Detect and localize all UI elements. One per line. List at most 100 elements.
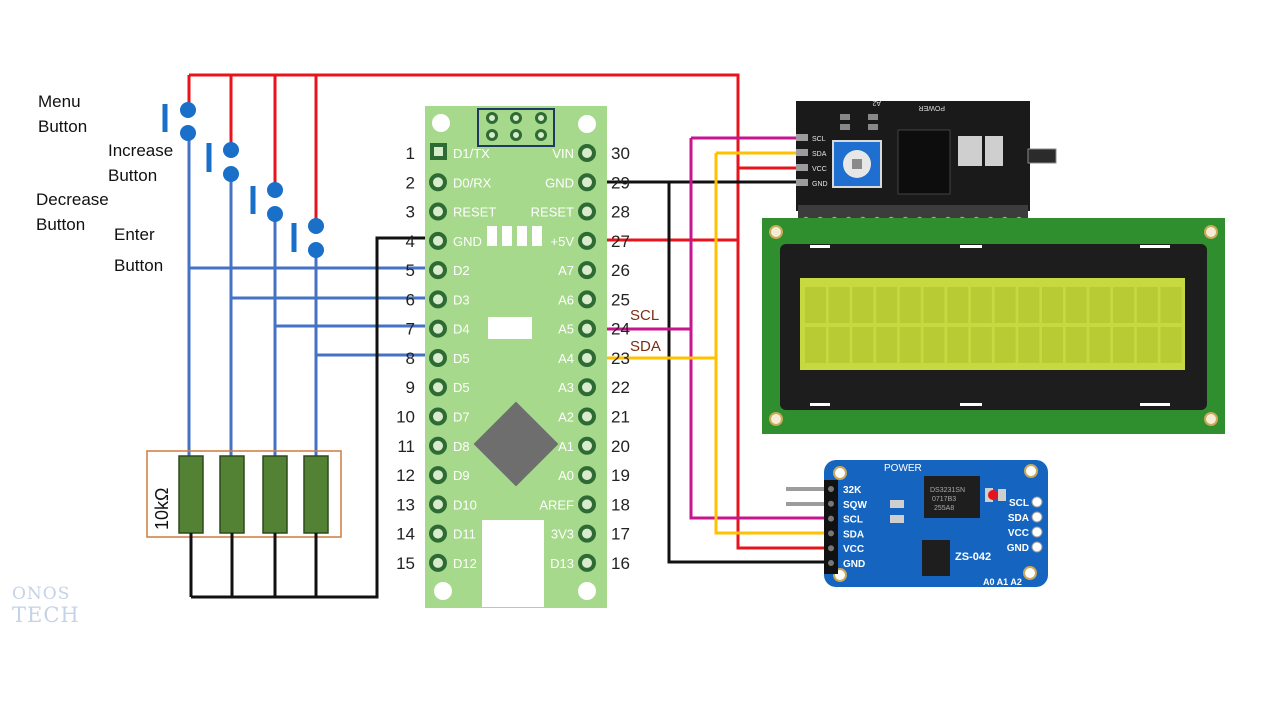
lcd-char-cell — [923, 327, 945, 363]
rtc-chip-line-1: DS3231SN — [930, 487, 965, 494]
lcd-16x2-display — [762, 218, 1225, 434]
rtc-header-pin — [828, 545, 834, 552]
pin-number-label: 15 — [396, 554, 415, 573]
pin-name-label: D4 — [453, 322, 470, 337]
backpack-pin-scl: SCL — [812, 136, 826, 143]
pin-number-label: 16 — [611, 554, 630, 573]
lcd-char-cell — [1018, 327, 1040, 363]
lcd-char-cell — [852, 287, 874, 323]
blue-signal-wires — [187, 133, 438, 460]
pin-number-label: 11 — [397, 437, 415, 456]
pin-name-label: AREF — [539, 497, 574, 512]
pin-name-label: A1 — [558, 439, 574, 454]
lcd-char-cell — [994, 287, 1016, 323]
backpack-pin-sda: SDA — [812, 151, 827, 158]
lcd-char-cell — [1065, 327, 1087, 363]
pcf8574-chip — [897, 129, 951, 195]
rtc-header-pin — [828, 500, 834, 507]
resistor-value-label: 10kΩ — [152, 488, 172, 530]
backpack-pin-gnd: GND — [812, 181, 828, 188]
pin-name-label: D9 — [453, 468, 470, 483]
pin-number-label: 30 — [611, 144, 630, 163]
pin-right-20: A1 20 — [558, 436, 630, 456]
rtc-right-pin-gnd: GND — [1007, 543, 1029, 554]
resistor-2 — [219, 455, 245, 534]
sda-bus-label: SDA — [630, 338, 661, 355]
resistor-1 — [178, 455, 204, 534]
rtc-model-label: ZS-042 — [955, 551, 991, 563]
pin-name-label: 3V3 — [551, 527, 574, 542]
rtc-chip-line-3: 255A8 — [934, 505, 954, 512]
onos-tech-watermark: ONOS TECH — [12, 584, 80, 627]
lcd-char-cell — [1018, 287, 1040, 323]
pin-name-label: D0/RX — [453, 175, 492, 190]
lcd-char-cell — [970, 287, 992, 323]
pin-number-label: 6 — [406, 290, 415, 309]
lcd-char-cell — [1113, 287, 1135, 323]
pin-name-label: D8 — [453, 439, 470, 454]
rtc-header-pin — [828, 486, 834, 492]
lcd-char-cell — [1042, 327, 1063, 363]
lcd-char-cell — [1160, 327, 1182, 363]
pin-name-label: A5 — [558, 322, 574, 337]
pin-number-label: 25 — [611, 290, 630, 309]
pin-number-label: 3 — [406, 203, 415, 222]
pin-number-label: 21 — [611, 408, 630, 427]
lcd-char-cell — [852, 327, 874, 363]
pin-name-label: A4 — [558, 351, 574, 366]
rtc-header-pin — [828, 560, 834, 566]
pin-number-label: 10 — [396, 408, 415, 427]
pin-number-label: 20 — [611, 437, 630, 456]
lcd-char-cell — [947, 287, 969, 323]
lcd-char-cell — [876, 287, 898, 323]
lcd-char-cell — [994, 327, 1016, 363]
pin-name-label: D1/TX — [453, 146, 490, 161]
rtc-right-pin-scl: SCL — [1009, 498, 1029, 509]
pin-name-label: GND — [545, 175, 574, 190]
pin-left-11: 11 D8 — [397, 436, 470, 456]
lcd-char-cell — [828, 287, 850, 323]
resistor-3 — [262, 455, 288, 534]
lcd-char-cell — [1113, 327, 1135, 363]
rtc-right-pin-sda: SDA — [1008, 513, 1029, 524]
sda-wire — [598, 151, 830, 535]
pin-number-label: 19 — [611, 466, 630, 485]
resistor-bank: 10kΩ — [146, 450, 342, 538]
lcd-char-cell — [1136, 287, 1158, 323]
push-button-menu — [162, 102, 196, 141]
rtc-left-header — [824, 480, 838, 574]
rtc-pin-sda: SDA — [843, 529, 864, 540]
pin-number-label: 4 — [406, 232, 415, 251]
scl-bus-label: SCL — [630, 307, 659, 324]
pin-number-label: 14 — [396, 525, 415, 544]
lcd-char-cell — [947, 327, 969, 363]
pin-number-label: 27 — [611, 232, 630, 251]
pin-number-label: 1 — [406, 144, 415, 163]
backpack-pin-vcc: VCC — [812, 166, 827, 173]
lcd-char-cell — [1089, 327, 1111, 363]
resistor-4 — [303, 455, 329, 534]
rtc-header-pin — [828, 530, 834, 537]
rtc-header-pins — [786, 487, 824, 506]
